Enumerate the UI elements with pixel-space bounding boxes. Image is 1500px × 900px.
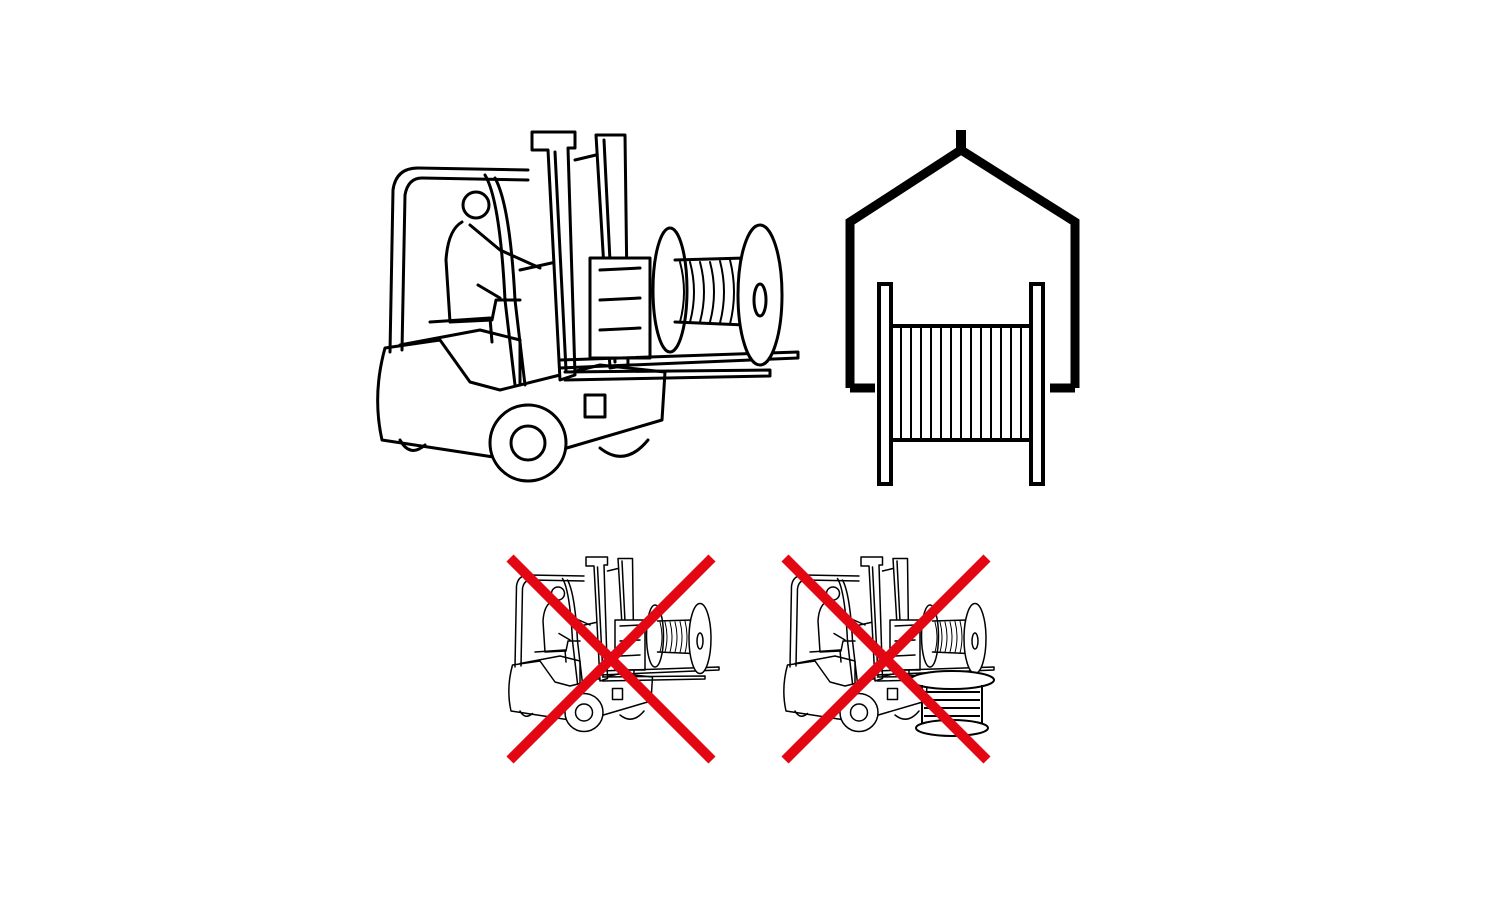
forklift-reel-on-forks-incorrect-icon [506, 554, 720, 764]
crane-lifting-reel-correct-icon [845, 130, 1080, 486]
forklift-carrying-reel-correct-icon [376, 130, 800, 483]
forklift-reel-lying-flat-incorrect-icon [781, 554, 995, 764]
prohibition-cross-icon [506, 554, 716, 764]
prohibition-cross-icon [781, 554, 991, 764]
